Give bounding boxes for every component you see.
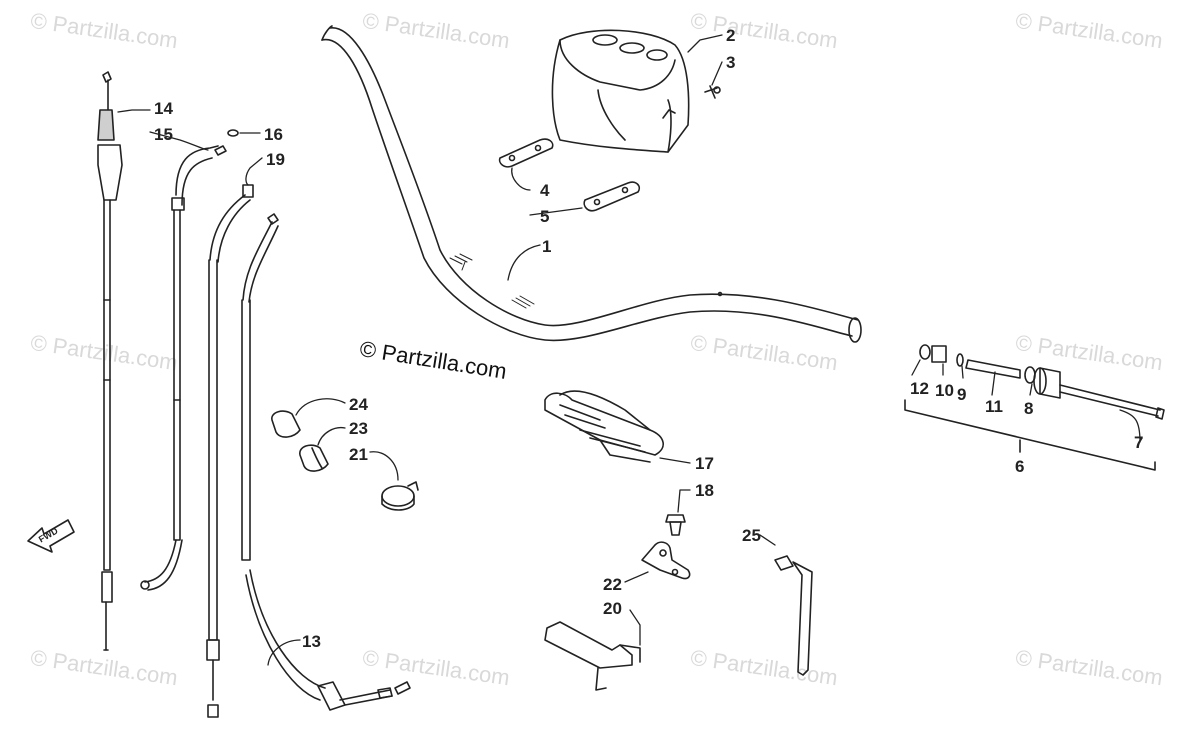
choke-cable bbox=[206, 184, 254, 718]
callout-8: 8 bbox=[1024, 399, 1034, 418]
end-weight-assembly bbox=[904, 344, 1165, 471]
callout-19: 19 bbox=[266, 150, 285, 169]
pad-bracket bbox=[498, 138, 554, 168]
cable-clip bbox=[299, 444, 329, 472]
callout-10: 10 bbox=[935, 381, 954, 400]
clutch-cable bbox=[241, 213, 411, 711]
cable-guide-rack bbox=[544, 390, 664, 463]
callout-2: 2 bbox=[726, 26, 736, 45]
callout-13: 13 bbox=[302, 632, 321, 651]
callout-1: 1 bbox=[542, 237, 552, 256]
callout-7: 7 bbox=[1134, 433, 1144, 452]
bolt bbox=[665, 514, 686, 536]
callout-16: 16 bbox=[264, 125, 283, 144]
leader-lines bbox=[117, 34, 1141, 666]
handlebar-pad bbox=[551, 29, 690, 153]
cable-clip bbox=[271, 410, 301, 438]
callout-18: 18 bbox=[695, 481, 714, 500]
bracket bbox=[544, 621, 641, 691]
screw bbox=[704, 85, 721, 99]
tool-wrench bbox=[774, 555, 813, 676]
callout-25: 25 bbox=[742, 526, 761, 545]
callout-9: 9 bbox=[957, 385, 967, 404]
throttle-cable bbox=[97, 71, 123, 651]
cable-end-cap bbox=[227, 129, 239, 137]
callout-4: 4 bbox=[540, 181, 550, 200]
handlebar bbox=[321, 25, 862, 343]
bracket bbox=[641, 541, 691, 580]
callout-22: 22 bbox=[603, 575, 622, 594]
callout-17: 17 bbox=[695, 454, 714, 473]
pad-bracket bbox=[583, 181, 641, 212]
callout-24: 24 bbox=[349, 395, 368, 414]
callout-14: 14 bbox=[154, 99, 173, 118]
callout-3: 3 bbox=[726, 53, 736, 72]
callout-12: 12 bbox=[910, 379, 929, 398]
callout-15: 15 bbox=[154, 125, 173, 144]
brake-cable bbox=[140, 145, 227, 591]
forward-arrow bbox=[27, 519, 75, 553]
cable-strap bbox=[381, 481, 419, 511]
callout-11: 11 bbox=[985, 397, 1003, 416]
callout-5: 5 bbox=[540, 207, 550, 226]
callout-21: 21 bbox=[349, 445, 368, 464]
callout-6: 6 bbox=[1015, 457, 1025, 476]
callout-23: 23 bbox=[349, 419, 368, 438]
callout-20: 20 bbox=[603, 599, 622, 618]
